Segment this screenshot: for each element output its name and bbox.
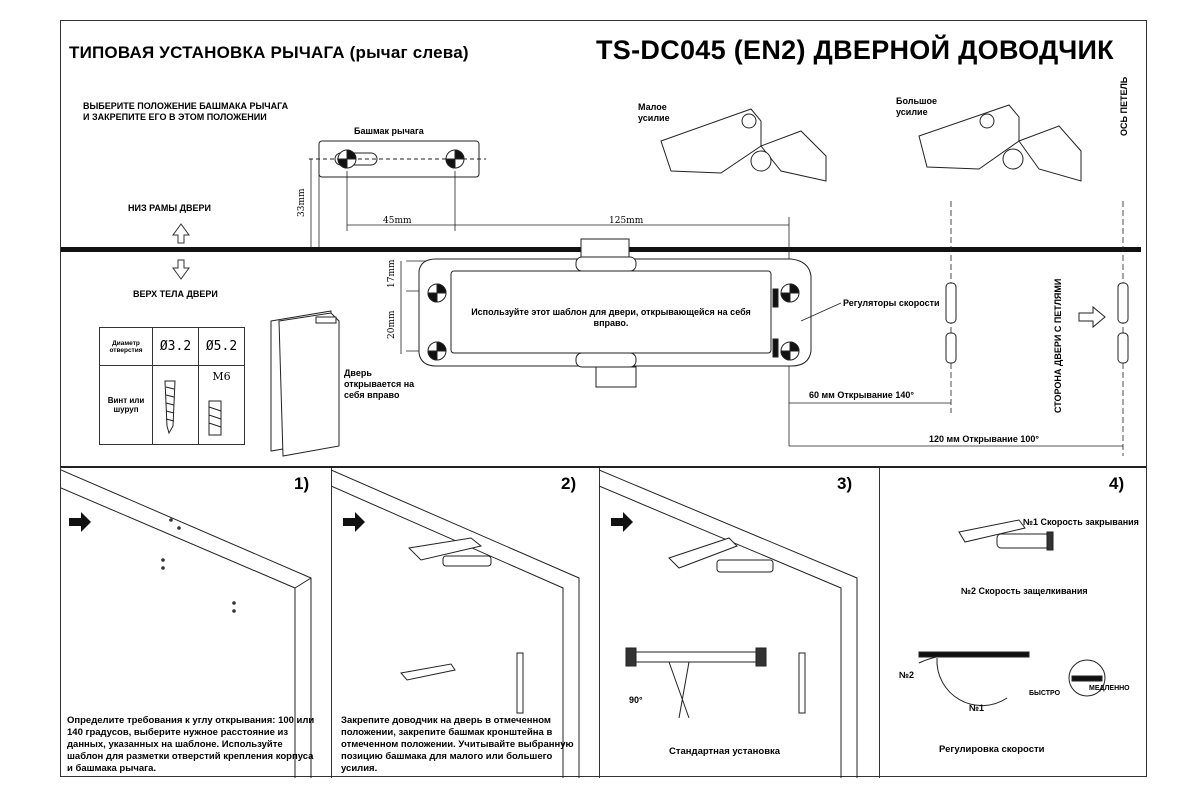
select-note: ВЫБЕРИТЕ ПОЛОЖЕНИЕ БАШМАКА РЫЧАГА И ЗАКР… [83, 101, 289, 122]
step-4-drawing [918, 519, 1106, 707]
instruction-sheet: ТИПОВАЯ УСТАНОВКА РЫЧАГА (рычаг слева) T… [60, 20, 1147, 778]
speed-regulators-label: Регуляторы скорости [843, 298, 940, 308]
step-4-number: 4) [1109, 474, 1125, 493]
screw-label: Винт или шуруп [99, 365, 153, 445]
shoe-label: Башмак рычага [354, 126, 424, 136]
speed-2-label: №2 Скорость защелкивания [961, 586, 1088, 596]
step-1-number: 1) [294, 474, 310, 493]
dim-17: 17mm [387, 259, 397, 288]
hole-diameter-label: Диаметр отверстия [99, 327, 153, 366]
frame-bottom-label: НИЗ РАМЫ ДВЕРИ [128, 203, 212, 213]
step-3-caption: Стандартная установка [669, 746, 781, 757]
hinge-side-label: СТОРОНА ДВЕРИ С ПЕТЛЯМИ [1053, 278, 1063, 413]
template-drawing [61, 104, 1141, 457]
step-1-drawing [61, 469, 312, 778]
opening-100: 120 мм Открывание 100° [929, 434, 1039, 444]
door-opens-label: Дверь открывается на себя вправо [344, 368, 415, 400]
step-2-number: 2) [561, 474, 577, 493]
hinge-axis-label: ОСЬ ПЕТЕЛЬ [1119, 76, 1129, 136]
step-3-drawing [599, 469, 858, 778]
step-panel-4: №1 Скорость закрывания №2 Скорость защел… [879, 466, 1146, 778]
hole-spec-table: Диаметр отверстия Ø3.2 Ø5.2 Винт или шур… [99, 327, 245, 445]
door-sketch [270, 310, 340, 457]
door-top-label: ВЕРХ ТЕЛА ДВЕРИ [133, 289, 218, 299]
step-3-number: 3) [837, 474, 853, 493]
dim-45: 45mm [383, 216, 412, 226]
step-3-angle: 90° [629, 695, 643, 705]
m6-label: M6 [198, 365, 245, 445]
wood-screw-cell [152, 365, 199, 445]
left-title: ТИПОВАЯ УСТАНОВКА РЫЧАГА (рычаг слева) [69, 43, 469, 62]
lever-shoe [309, 140, 486, 178]
step-panel-1: 1) Определите требования к углу открыван… [61, 466, 332, 778]
diameter-3-2: Ø3.2 [152, 327, 199, 366]
large-force-label: Большое усилие [896, 96, 937, 117]
speed-1-label: №1 Скорость закрывания [1023, 517, 1139, 527]
large-force-arm [918, 104, 1082, 182]
dim-33: 33mm [297, 188, 307, 217]
step-panel-3: 90° 3) Стандартная установка [599, 466, 880, 778]
right-title: TS-DC045 (EN2) ДВЕРНОЙ ДОВОДЧИК [596, 35, 1114, 65]
dim-125: 125mm [609, 216, 644, 226]
small-force-label: Малое усилие [638, 102, 670, 123]
diameter-5-2: Ø5.2 [198, 327, 245, 366]
opening-140: 60 мм Открывание 140° [809, 390, 914, 400]
step-2-caption: Закрепите доводчик на дверь в отмеченном… [341, 715, 574, 774]
n2-label: №2 [899, 670, 915, 680]
body-instruction: Используйте этот шаблон для двери, откры… [471, 307, 751, 328]
dim-20: 20mm [387, 310, 397, 339]
step-2-drawing [331, 469, 580, 778]
step-panel-2: 2) Закрепите доводчик на дверь в отмечен… [331, 466, 600, 778]
closer-body [418, 238, 812, 388]
hinge-marks [945, 282, 1129, 364]
n1-label: №1 [969, 703, 985, 713]
step-4-caption: Регулировка скорости [939, 744, 1045, 755]
fast-label: БЫСТРО [1029, 690, 1061, 697]
slow-label: МЕДЛЕННО [1089, 685, 1130, 692]
step-1-caption: Определите требования к углу открывания:… [67, 715, 315, 774]
small-force-arm [660, 108, 827, 182]
